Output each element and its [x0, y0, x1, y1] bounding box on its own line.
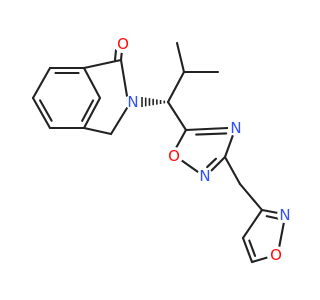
bond-oxa-n-o: [179, 158, 200, 174]
atom-carbonyl-oxygen: O: [114, 35, 132, 53]
bond-isopropyl-ch: [166, 70, 186, 104]
atom-label-n1: N: [127, 93, 138, 111]
atom-label-n2: N: [230, 119, 241, 137]
atom-oxadiazole-nitrogen-upper: N: [228, 119, 244, 137]
bond-ch-oxadiazole: [166, 100, 188, 132]
bond-linker-2: [238, 182, 264, 212]
bond-oxa-c-n: [184, 126, 230, 132]
bond-isox-c-c-second: [248, 239, 257, 257]
bond-benz-2: [31, 66, 52, 100]
atom-label-n3: N: [199, 167, 210, 185]
bond-carbonyl-n: [119, 58, 129, 98]
bond-oxa-n-c: [223, 133, 235, 159]
bond-benz-5-second: [81, 99, 95, 122]
bond-n-ch2: [109, 106, 129, 136]
bond-benz-3-second: [39, 99, 53, 122]
bond-oxa-c-n2-second: [206, 157, 218, 169]
bond-ring-carbonyl: [82, 58, 123, 70]
atom-lactam-nitrogen: N: [125, 93, 141, 111]
bond-isox-o-c: [250, 255, 271, 264]
atom-isoxazole-oxygen: O: [267, 246, 285, 264]
atom-ring-oxygen: O: [165, 147, 183, 165]
atom-isoxazole-nitrogen: N: [277, 206, 293, 224]
bond-isopropyl-me1: [175, 41, 186, 74]
bond-isox-c-n: [260, 208, 280, 215]
atom-label-o2: O: [168, 147, 180, 165]
atom-oxadiazole-nitrogen-lower: N: [197, 167, 213, 185]
bond-oxa-o-c: [174, 128, 188, 150]
bond-isox-c-c2: [241, 208, 264, 240]
bond-benz-3: [31, 96, 52, 130]
atom-labels: O N O N N N O: [114, 35, 293, 264]
bonds: [31, 41, 286, 264]
bond-oxa-c-n2: [209, 155, 227, 173]
molecule-structure: O N O N N N O: [31, 35, 293, 264]
atom-label-o1: O: [117, 35, 129, 53]
bond-carbonyl-second: [113, 48, 118, 62]
bond-isox-c-c: [241, 236, 254, 264]
bond-isox-n-o: [277, 220, 286, 250]
atom-label-n4: N: [279, 206, 290, 224]
atom-label-o3: O: [270, 246, 282, 264]
bond-oxa-c-n-second: [195, 132, 228, 136]
bond-linker-1: [223, 155, 242, 186]
bond-isox-c-n-second: [265, 215, 280, 220]
bond-benz-6: [82, 66, 102, 100]
bond-benz-5: [82, 96, 102, 130]
bond-ch2-ring: [82, 126, 113, 136]
